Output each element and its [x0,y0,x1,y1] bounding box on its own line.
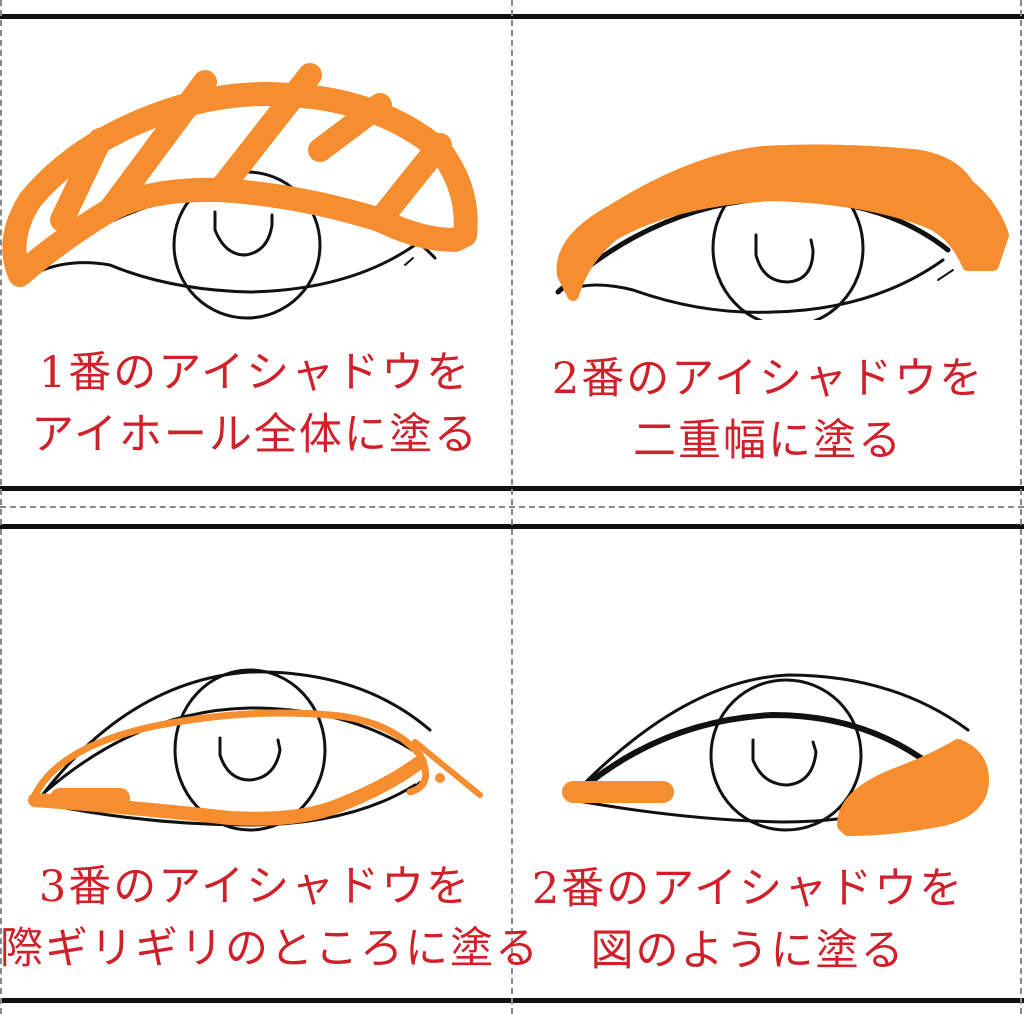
caption-step-2-line-2: 二重幅に塗る [633,416,903,466]
caption-step-1-line-1: 1番のアイシャドウを [38,348,472,398]
caption-step-2: 2番のアイシャドウを 二重幅に塗る [513,348,1023,472]
eye-illustration-1 [2,63,478,340]
caption-step-4-line-2: 図のように塗る [590,926,906,976]
eye-illustration-4 [562,673,989,836]
panel-step-2: 2番のアイシャドウを 二重幅に塗る [513,20,1023,486]
caption-step-3-line-1: 3番のアイシャドウを [38,862,472,912]
center-dashed-line [511,0,513,1014]
caption-step-3: 3番のアイシャドウを 際ギリギリのところに塗る [0,856,540,980]
panel-step-3: 3番のアイシャドウを 際ギリギリのところに塗る [0,530,540,998]
right-dashed-line [1020,0,1022,1014]
left-dashed-line [0,0,2,1014]
caption-step-3-line-2: 際ギリギリのところに塗る [0,924,540,974]
eye-illustration-2 [555,144,1009,320]
eye-illustration-3 [28,668,483,832]
caption-step-1-line-2: アイホール全体に塗る [31,410,479,460]
caption-step-1: 1番のアイシャドウを アイホール全体に塗る [0,342,510,466]
panel-step-1: 1番のアイシャドウを アイホール全体に塗る [0,20,510,486]
caption-step-2-line-1: 2番のアイシャドウを [551,354,985,404]
caption-step-4: 2番のアイシャドウを 図のように塗る [493,858,1003,982]
panel-step-4: 2番のアイシャドウを 図のように塗る [513,530,1023,998]
caption-step-4-line-1: 2番のアイシャドウを [531,864,965,914]
